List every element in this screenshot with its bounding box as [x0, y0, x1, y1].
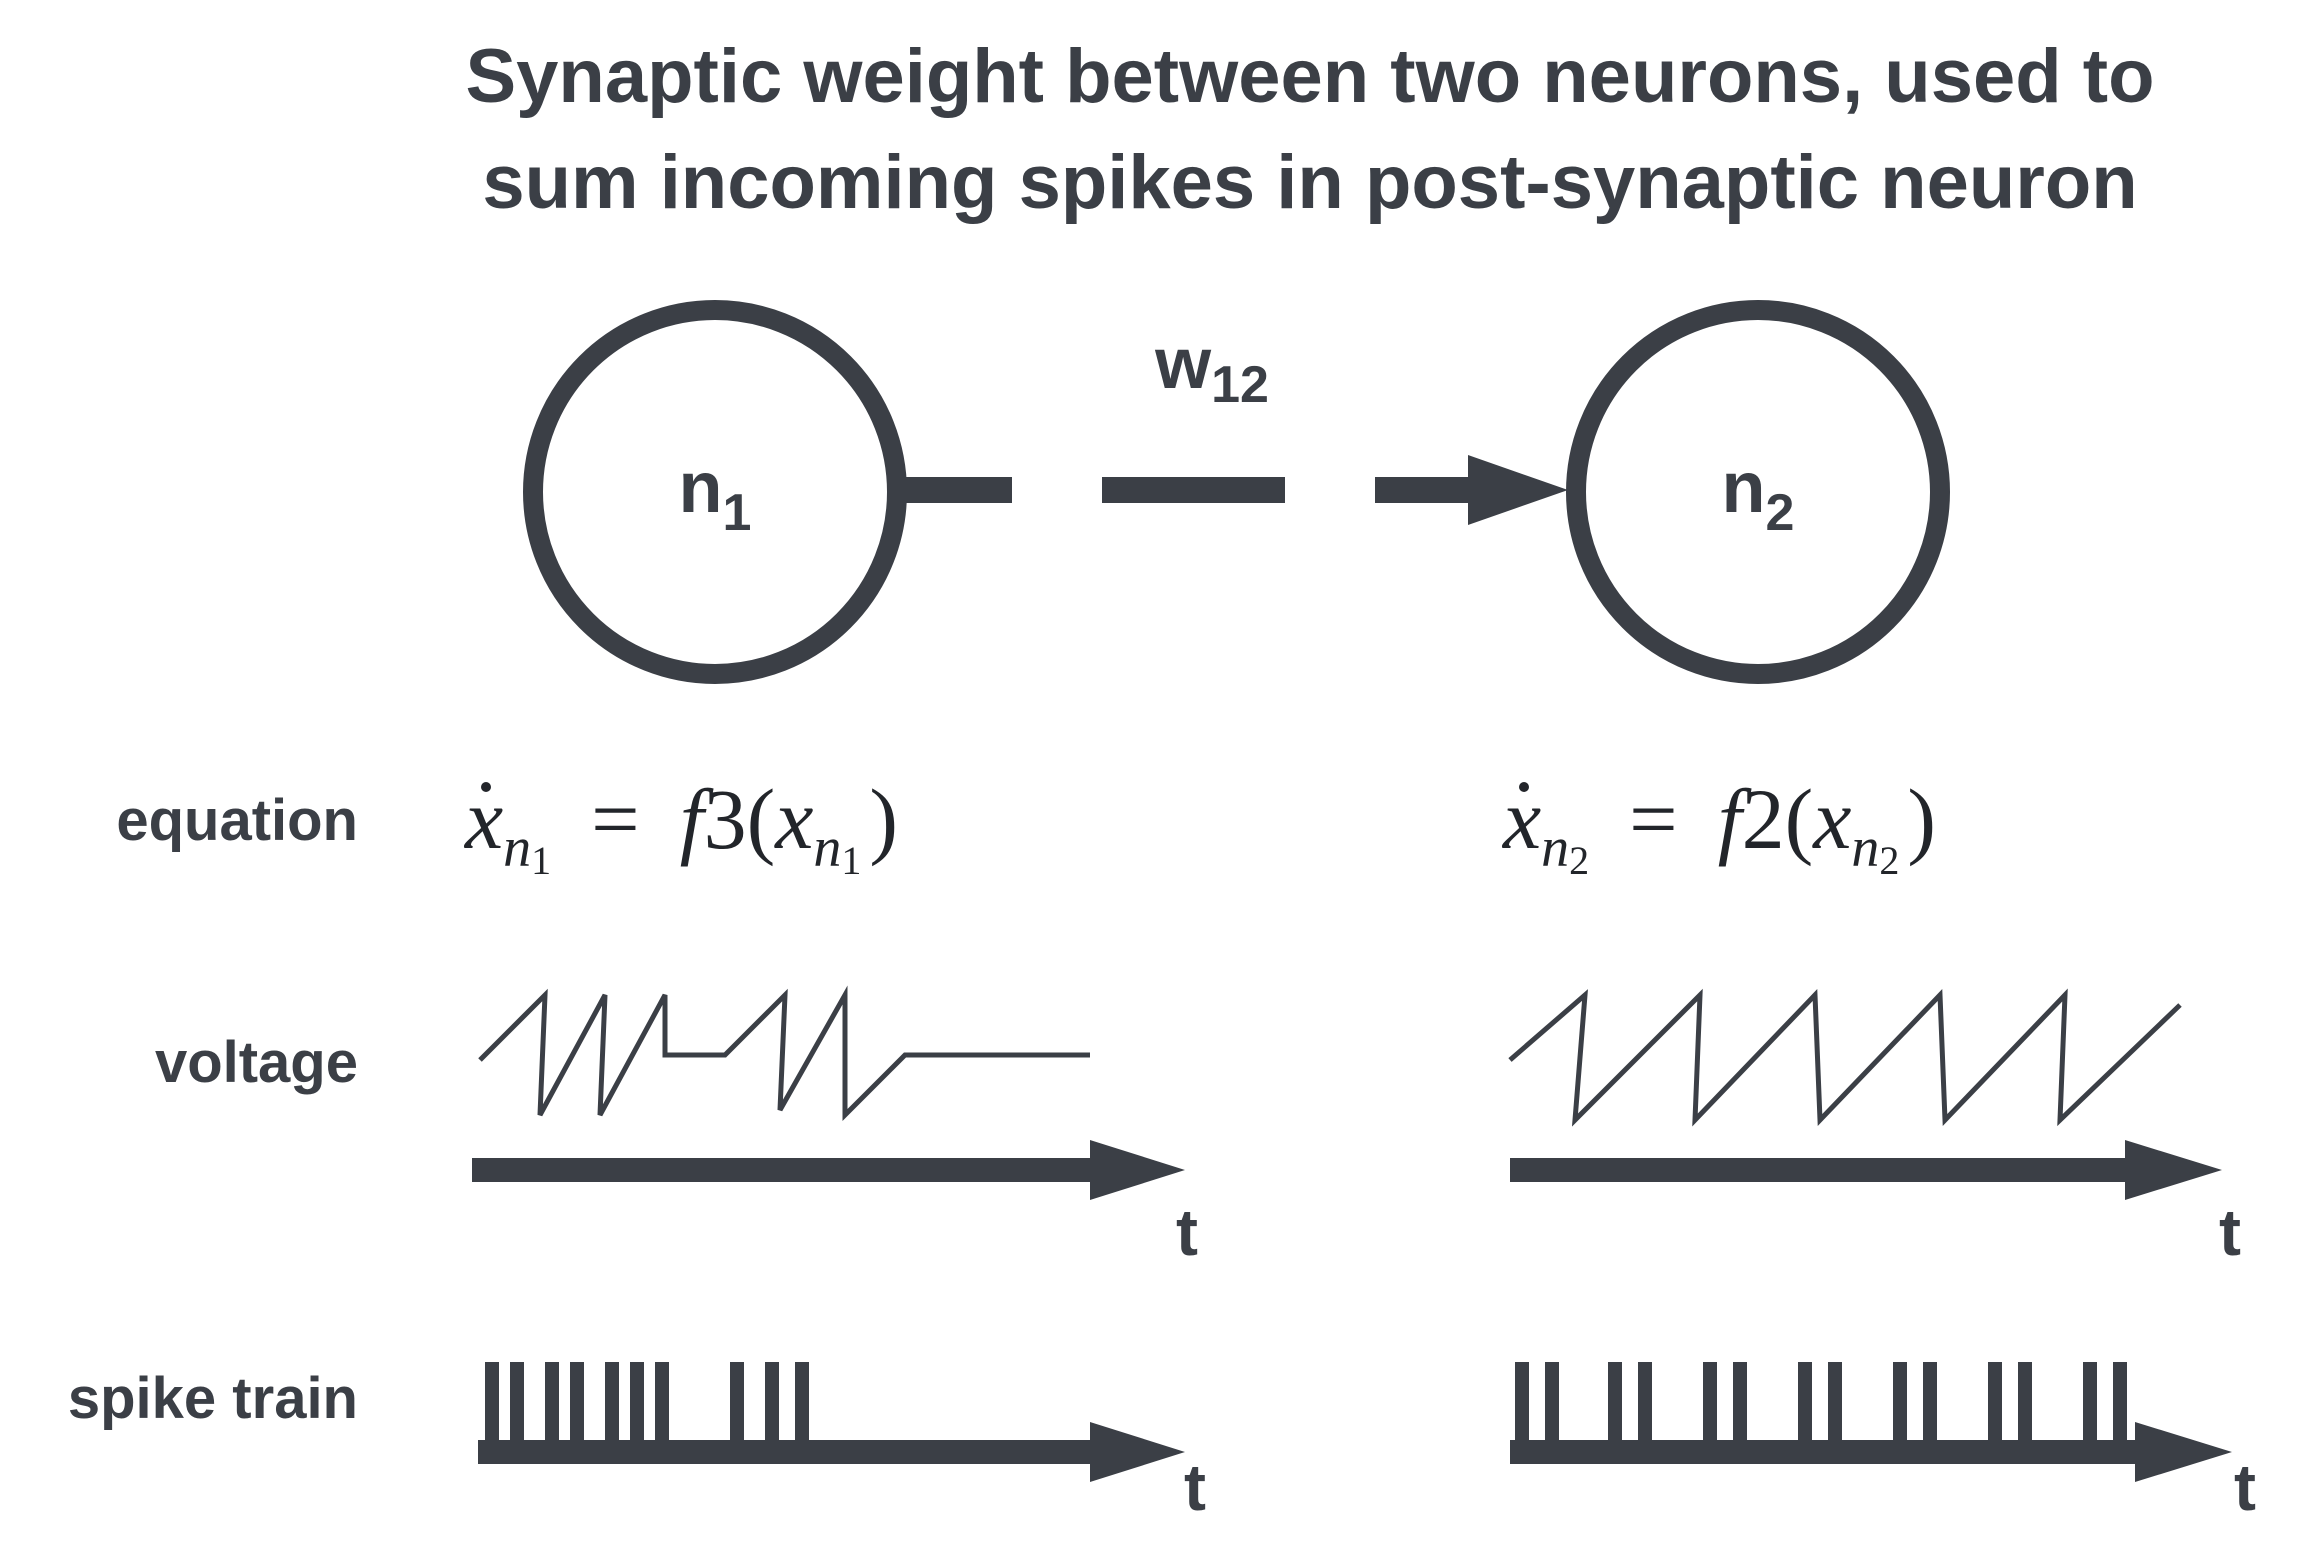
spike-axis-right-label: t: [2234, 1450, 2256, 1524]
weight-label-sub: 12: [1211, 356, 1269, 414]
voltage-axis-right-label: t: [2219, 1195, 2241, 1269]
spike-right-2: [1545, 1362, 1559, 1457]
voltage-trace-right: [1508, 988, 2182, 1127]
spike-axis-left-arrowhead: [1090, 1422, 1185, 1482]
neuron-n2-circle: [1566, 300, 1950, 684]
spike-left-9: [765, 1362, 779, 1457]
voltage-axis-right-arrowhead: [2125, 1140, 2222, 1200]
spike-left-4: [570, 1362, 584, 1457]
spike-right-3: [1608, 1362, 1622, 1457]
spikes-right: [1515, 1362, 2127, 1457]
spike-right-1: [1515, 1362, 1529, 1457]
row-label-spike-train: spike train: [68, 1366, 358, 1431]
spike-left-3: [545, 1362, 559, 1457]
title-line-2: sum incoming spikes in post-synaptic neu…: [482, 140, 2137, 225]
synapse-connection: w12: [900, 324, 1568, 525]
spike-right-6: [1733, 1362, 1747, 1457]
voltage-axis-left-label: t: [1176, 1195, 1198, 1269]
spike-left-5: [605, 1362, 619, 1457]
spike-right-7: [1798, 1362, 1812, 1457]
spike-right-11: [1988, 1362, 2002, 1457]
neuron-n2-label-sub: 2: [1766, 484, 1795, 542]
voltage-plot-right: t: [1508, 988, 2241, 1269]
spike-right-8: [1828, 1362, 1842, 1457]
neuron-n2-label-base: n: [1722, 448, 1766, 528]
spike-left-8: [730, 1362, 744, 1457]
equation-right-text: xn2=f2(xn2): [1501, 771, 1936, 883]
spike-axis-right-arrowhead: [2135, 1422, 2232, 1482]
spike-right-9: [1893, 1362, 1907, 1457]
equation-right: xn2=f2(xn2): [1501, 771, 1936, 883]
weight-label-base: w: [1154, 324, 1212, 404]
voltage-axis-left-arrowhead: [1090, 1140, 1185, 1200]
neuron-n2: n2: [1566, 300, 1950, 684]
spike-left-2: [510, 1362, 524, 1457]
spike-right-4: [1638, 1362, 1652, 1457]
row-label-voltage: voltage: [155, 1030, 358, 1095]
neuron-n1-circle: [523, 300, 907, 684]
spike-train-left: t: [478, 1362, 1206, 1524]
neuron-n1-label-base: n: [679, 448, 723, 528]
equation-right-dot: [1519, 782, 1529, 792]
spike-train-right: t: [1510, 1362, 2256, 1524]
spike-left-6: [630, 1362, 644, 1457]
spike-left-1: [485, 1362, 499, 1457]
synapse-arrowhead: [1468, 455, 1568, 525]
neuron-n1-label-sub: 1: [723, 484, 752, 542]
spike-left-10: [795, 1362, 809, 1457]
spike-right-10: [1923, 1362, 1937, 1457]
neuron-n2-label: n2: [1722, 448, 1795, 542]
spikes-left: [485, 1362, 809, 1457]
voltage-plot-left: t: [472, 985, 1198, 1269]
spike-right-5: [1703, 1362, 1717, 1457]
row-label-equation: equation: [116, 788, 358, 853]
equation-left-text: xn1=f3(xn1): [463, 771, 898, 883]
equation-left: xn1=f3(xn1): [463, 771, 898, 883]
spike-axis-left-label: t: [1184, 1450, 1206, 1524]
voltage-trace-left: [478, 985, 1090, 1122]
spike-right-14: [2113, 1362, 2127, 1457]
neuron-n1-label: n1: [679, 448, 752, 542]
spike-right-13: [2083, 1362, 2097, 1457]
equation-left-dot: [481, 782, 491, 792]
title-line-1: Synaptic weight between two neurons, use…: [465, 34, 2154, 119]
spike-left-7: [655, 1362, 669, 1457]
neuron-n1: n1: [523, 300, 907, 684]
weight-label: w12: [1154, 324, 1269, 414]
spike-right-12: [2018, 1362, 2032, 1457]
